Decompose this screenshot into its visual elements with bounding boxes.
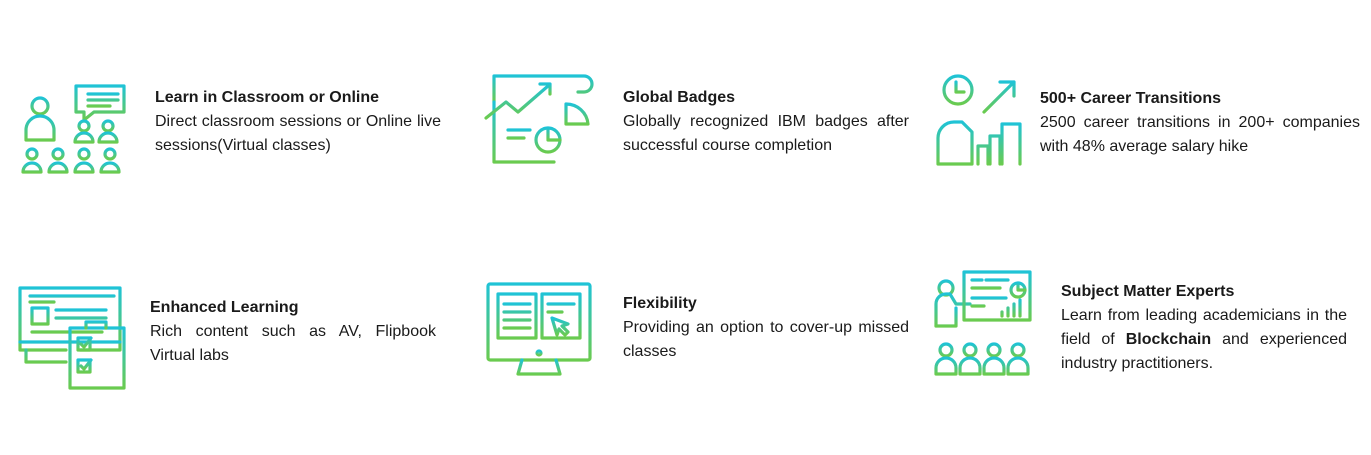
feature-title: Subject Matter Experts	[1061, 283, 1235, 300]
feature-description: Learn from leading academicians in the f…	[1061, 304, 1347, 376]
feature-description: 2500 career transitions in 200+ companie…	[1040, 114, 1360, 155]
feature-title: Learn in Classroom or Online	[155, 89, 380, 106]
feature-title: Enhanced Learning	[150, 299, 299, 316]
monitor-book-icon	[486, 282, 592, 384]
feature-title: Global Badges	[623, 89, 736, 106]
enhanced-learning-icon	[18, 284, 126, 392]
career-growth-icon	[934, 72, 1028, 168]
description-text: and experienced industry practitioners.	[1061, 331, 1347, 372]
expert-presentation-icon	[932, 268, 1036, 380]
feature-description: Providing an option to cover-up missed c…	[623, 319, 909, 360]
feature-title: 500+ Career Transitions	[1040, 90, 1221, 107]
classroom-icon	[18, 82, 130, 178]
description-text: Learn from leading academicians in the f…	[1061, 307, 1347, 348]
feature-description: Globally recognized IBM badges after suc…	[623, 113, 909, 154]
description-highlight: Blockchain	[1125, 331, 1212, 348]
feature-description: Rich content such as AV, Flipbook Virtua…	[150, 323, 436, 364]
feature-title: Flexibility	[623, 295, 697, 312]
badges-chart-icon	[484, 74, 602, 166]
feature-description: Direct classroom sessions or Online live…	[155, 113, 441, 154]
